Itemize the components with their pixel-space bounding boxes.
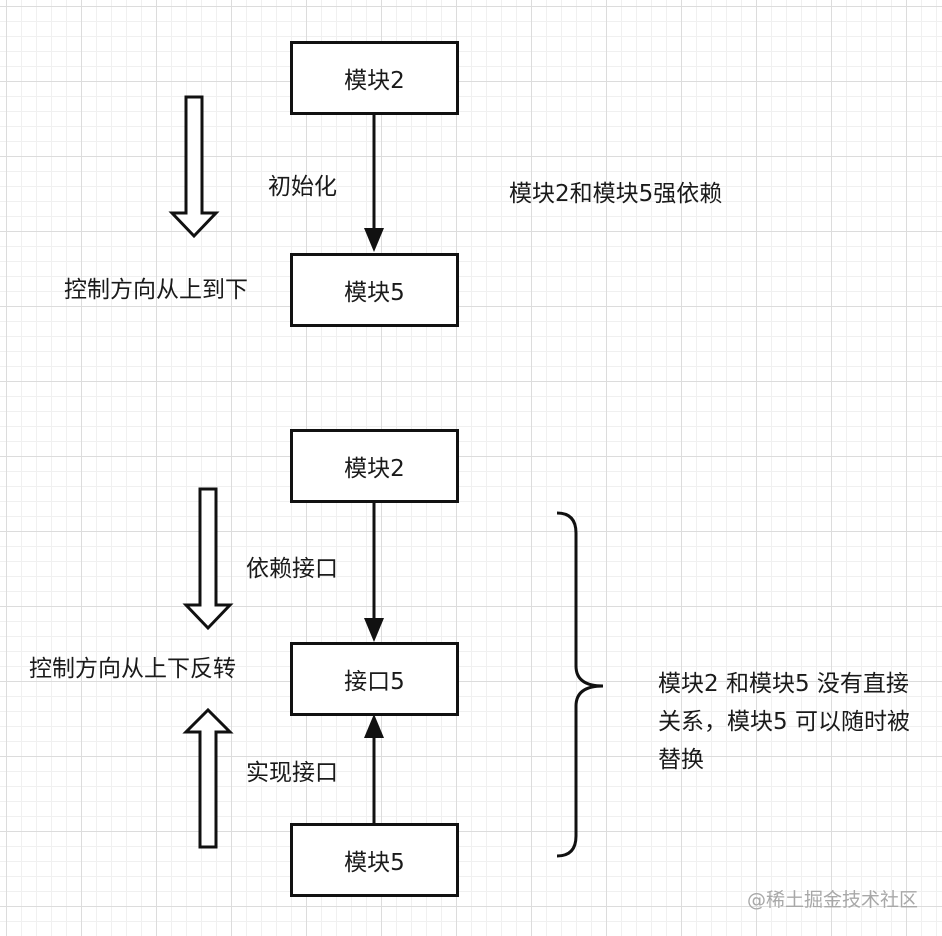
edge-label-initialize: 初始化	[268, 174, 337, 200]
control-direction-label: 控制方向从上到下	[64, 277, 248, 303]
relation-note: 模块2和模块5强依赖	[509, 181, 723, 207]
module-2-box: 模块2	[290, 429, 459, 503]
brace-note: 模块2 和模块5 没有直接关系，模块5 可以随时被替换	[658, 671, 910, 773]
arrowhead-up-icon	[364, 714, 384, 738]
hollow-down-arrow-icon	[168, 95, 220, 239]
edge-label-depend-interface: 依赖接口	[246, 556, 338, 582]
hollow-up-arrow-icon	[182, 707, 234, 849]
curly-brace-icon	[556, 511, 604, 858]
arrowhead-down-icon	[364, 228, 384, 252]
interface-5-box: 接口5	[290, 642, 459, 716]
module-5-box: 模块5	[290, 823, 459, 897]
hollow-down-arrow-icon	[182, 487, 234, 631]
control-direction-inverted-label: 控制方向从上下反转	[29, 656, 236, 682]
module-2-box: 模块2	[290, 41, 459, 115]
watermark: @稀土掘金技术社区	[746, 889, 918, 911]
arrowhead-down-icon	[364, 618, 384, 642]
module-5-box: 模块5	[290, 253, 459, 327]
edge-label-implement-interface: 实现接口	[246, 760, 338, 786]
